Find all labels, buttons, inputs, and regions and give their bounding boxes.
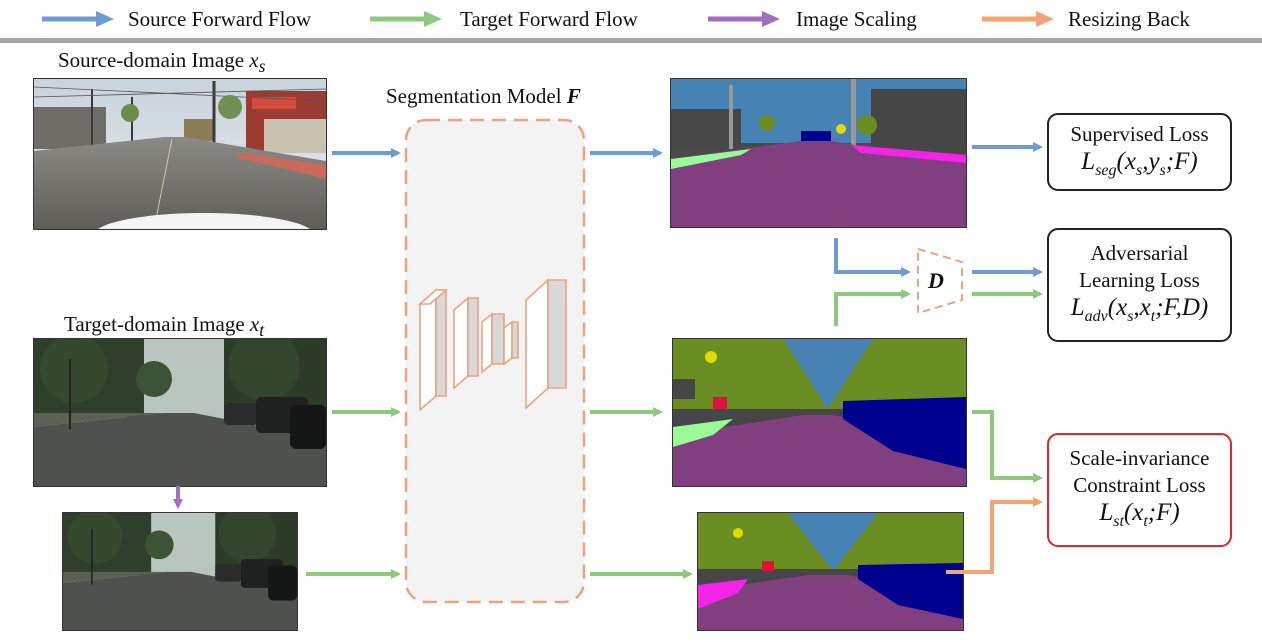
- legend-source-flow: Source Forward Flow: [42, 4, 311, 34]
- adversarial-loss-formula: Ladv(xs,xt;F,D): [1071, 294, 1209, 330]
- legend-image-scaling: Image Scaling: [708, 4, 917, 34]
- adversarial-loss-title-1: Adversarial: [1090, 241, 1189, 265]
- formula-symbol: L: [1081, 147, 1096, 175]
- formula-sub: seg: [1095, 161, 1117, 179]
- legend-target-flow: Target Forward Flow: [370, 4, 638, 34]
- legend-divider: [0, 38, 1262, 43]
- scaled-target-scene: [63, 513, 297, 630]
- trapezoid-icon: [917, 247, 963, 315]
- purple-arrow-icon: [708, 11, 780, 27]
- formula-symbol: L: [1070, 294, 1085, 321]
- legend-resizing-back: Resizing Back: [982, 4, 1190, 34]
- adversarial-loss-box: Adversarial Learning Loss Ladv(xs,xt;F,D…: [1047, 228, 1232, 342]
- scale-loss-title-1: Scale-invariance: [1069, 446, 1210, 470]
- legend-label: Source Forward Flow: [128, 6, 312, 31]
- caption-symbol: F: [566, 84, 581, 108]
- adversarial-loss-title-2: Learning Loss: [1079, 268, 1200, 292]
- arrow-target-to-discriminator: [834, 289, 911, 326]
- caption-sub: s: [258, 56, 266, 77]
- encoder-decoder-icon: [417, 278, 567, 412]
- formula-args: (xs,xt;F,D): [1107, 294, 1209, 325]
- source-domain-image: [33, 78, 327, 230]
- arrow-target-seg-to-scale-loss: [972, 410, 1043, 483]
- supervised-loss-box: Supervised Loss Lseg(xs,ys;F): [1047, 113, 1232, 191]
- scale-loss-title-2: Constraint Loss: [1073, 473, 1206, 497]
- scale-invariance-loss-box: Scale-invariance Constraint Loss Lst(xt;…: [1047, 433, 1232, 547]
- scale-loss-formula: Lst(xt;F): [1099, 499, 1179, 535]
- scaled-segmentation-map: [697, 512, 964, 631]
- blue-arrow-icon: [42, 11, 114, 27]
- source-segmentation-map: [670, 78, 967, 228]
- legend-label: Image Scaling: [796, 6, 917, 31]
- supervised-loss-formula: Lseg(xs,ys;F): [1081, 148, 1197, 184]
- supervised-loss-title: Supervised Loss: [1070, 121, 1209, 146]
- formula-args: (xt;F): [1123, 499, 1180, 530]
- orange-arrow-icon: [982, 11, 1054, 27]
- formula-sub: st: [1113, 513, 1124, 530]
- model-caption: Segmentation Model F: [386, 84, 581, 109]
- caption-text: Segmentation Model: [386, 84, 567, 108]
- target-domain-image: [33, 338, 327, 487]
- formula-sub: adv: [1084, 308, 1108, 325]
- source-scene: [34, 79, 326, 229]
- arrow-source-to-discriminator: [834, 238, 911, 277]
- source-seg-scene: [671, 79, 966, 227]
- scaled-seg-scene: [698, 513, 963, 630]
- green-arrow-icon: [370, 11, 442, 27]
- target-scene: [34, 339, 326, 486]
- caption-sub: t: [259, 320, 265, 341]
- caption-text: Source-domain Image: [58, 48, 250, 72]
- target-image-caption: Target-domain Image xt: [64, 312, 264, 341]
- target-seg-scene: [673, 339, 966, 486]
- formula-args: (xs,ys;F): [1116, 147, 1198, 179]
- legend-label: Resizing Back: [1068, 6, 1190, 31]
- caption-text: Target-domain Image: [64, 312, 250, 336]
- formula-symbol: L: [1099, 499, 1114, 526]
- source-image-caption: Source-domain Image xs: [58, 48, 265, 77]
- target-segmentation-map: [672, 338, 967, 487]
- arrow-resizing-back: [946, 497, 1043, 574]
- caption-var: x: [249, 312, 260, 336]
- scaled-target-image: [62, 512, 298, 631]
- caption-var: x: [249, 48, 259, 72]
- legend-label: Target Forward Flow: [460, 6, 638, 31]
- discriminator-label: D: [928, 268, 944, 293]
